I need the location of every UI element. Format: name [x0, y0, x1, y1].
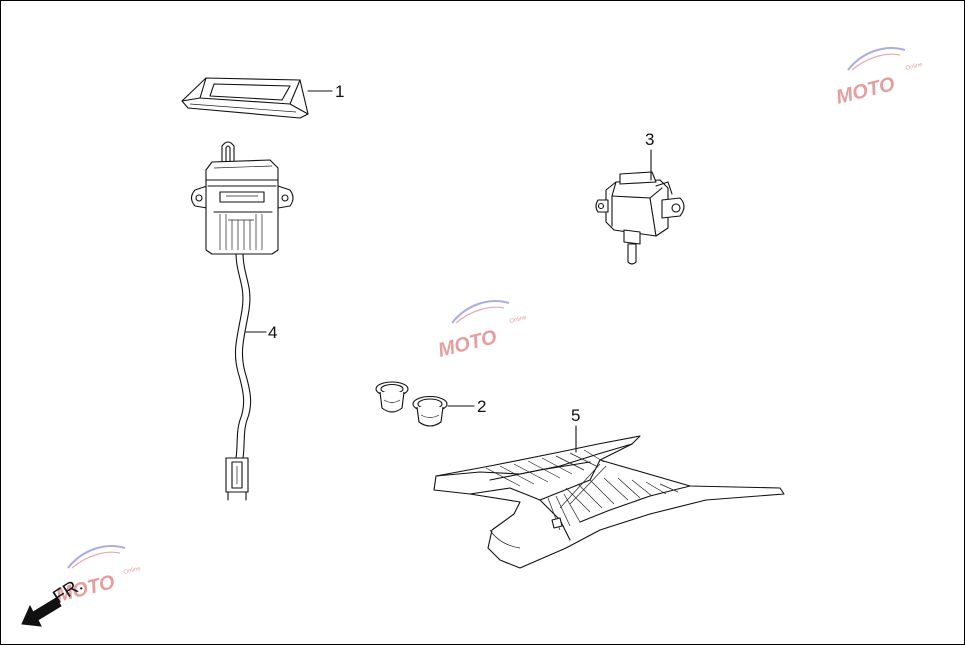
part-4-module	[190, 141, 294, 501]
watermark-logo: MOTO	[436, 326, 500, 362]
front-direction-arrow-icon	[21, 597, 62, 627]
watermark-center: MOTO Online	[436, 300, 528, 362]
part-5-mat	[433, 435, 785, 569]
watermark-sub: Online	[509, 315, 528, 325]
watermark-sub: Online	[905, 62, 924, 72]
watermark-top-right: MOTO Online	[834, 47, 924, 109]
part-3-sensor	[595, 171, 685, 265]
callout-2: 2	[477, 397, 486, 416]
callout-1: 1	[335, 82, 344, 101]
watermark-logo: MOTO	[834, 73, 898, 109]
part-2-grommets	[375, 381, 448, 427]
callout-5: 5	[571, 406, 580, 425]
watermark-sub: Online	[123, 566, 142, 576]
callout-4: 4	[268, 323, 277, 342]
callout-3: 3	[645, 130, 654, 149]
part-1-frame	[181, 77, 309, 119]
